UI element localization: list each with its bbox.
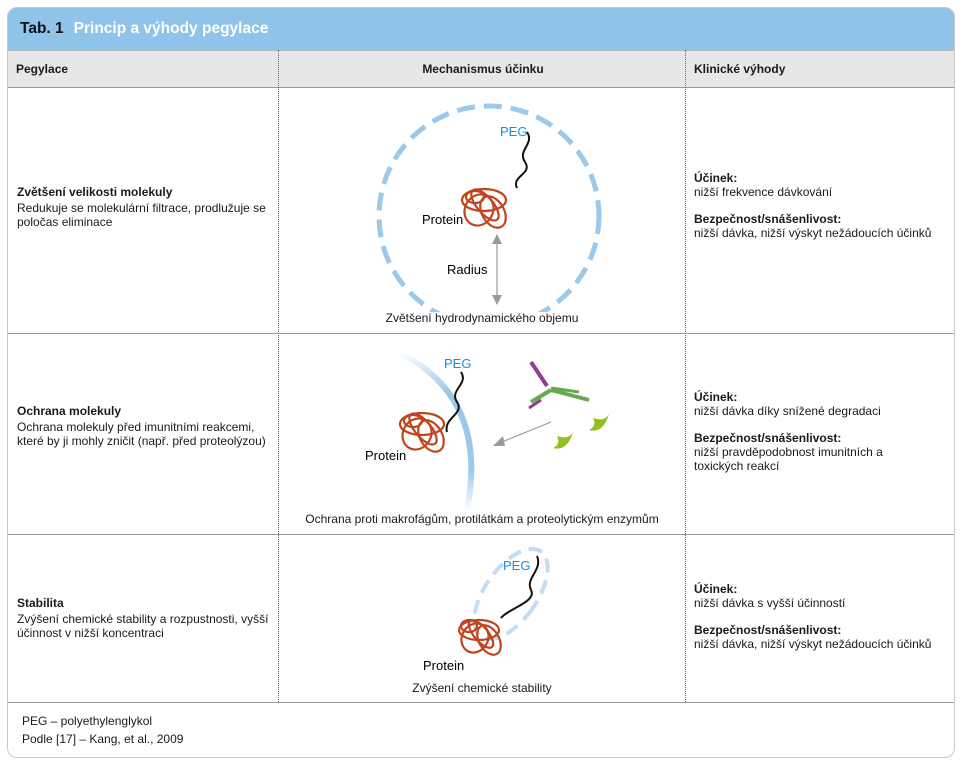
- table-card: Tab. 1 Princip a výhody pegylace Pegylac…: [7, 7, 955, 758]
- row-2-caption: Ochrana proti makrofágům, protilátkám a …: [305, 512, 659, 526]
- peg-label: PEG: [444, 356, 471, 371]
- footer-abbrev: PEG – polyethylenglykol: [22, 714, 153, 728]
- protective-halo: [397, 349, 475, 511]
- row-2-text: Ochrana molekuly před imunitními reakcem…: [17, 420, 266, 448]
- protein-label: Protein: [423, 658, 464, 673]
- row-1-pegylace: Zvětšení velikosti molekuly Redukuje se …: [17, 185, 272, 229]
- footer-source: Podle [17] – Kang, et al., 2009: [22, 732, 184, 746]
- table-header-row: Pegylace Mechanismus účinku Klinické výh…: [8, 50, 954, 88]
- row-divider: [8, 333, 954, 334]
- row-1-safety-label: Bezpečnost/snášenlivost:: [694, 212, 842, 226]
- row-1-text: Redukuje se molekulární filtrace, prodlu…: [17, 201, 266, 229]
- row-2-effect-label: Účinek:: [694, 390, 738, 404]
- row-2-safety-text: nižší pravděpodobnost imunitních a toxic…: [694, 445, 883, 473]
- row-1-caption: Zvětšení hydrodynamického objemu: [385, 311, 579, 325]
- enzyme-icon: [589, 414, 609, 431]
- row-3-text: Zvýšení chemické stability a rozpustnost…: [17, 612, 269, 640]
- diagram-size-increase: PEG Protein Radius: [376, 103, 602, 312]
- protein-coil: [398, 411, 446, 453]
- row-3-benefits: Účinek: nižší dávka s vyšší účinností Be…: [694, 582, 949, 651]
- attack-arrow-head: [493, 436, 505, 446]
- column-divider: [685, 50, 686, 702]
- row-2-benefits: Účinek: nižší dávka díky snížené degrada…: [694, 390, 949, 473]
- row-3-safety-text: nižší dávka, nižší výskyt nežádoucích úč…: [694, 637, 932, 651]
- row-1-effect-label: Účinek:: [694, 171, 738, 185]
- antibody-icon: [528, 360, 590, 410]
- radius-arrow-head-up: [492, 234, 502, 244]
- radius-arrow-head-down: [492, 295, 502, 305]
- peg-chain: [514, 131, 530, 189]
- row-3-title: Stabilita: [17, 596, 64, 610]
- row-1-title: Zvětšení velikosti molekuly: [17, 185, 173, 199]
- enzyme-icon: [553, 432, 573, 449]
- table-title: Princip a výhody pegylace: [73, 20, 269, 37]
- column-divider: [278, 50, 279, 702]
- protein-label: Protein: [365, 448, 406, 463]
- header-mechanism: Mechanismus účinku: [422, 62, 544, 76]
- row-2-title: Ochrana molekuly: [17, 404, 122, 418]
- row-3-safety-label: Bezpečnost/snášenlivost:: [694, 623, 842, 637]
- row-divider: [8, 534, 954, 535]
- protein-label: Protein: [422, 212, 463, 227]
- row-3-caption: Zvýšení chemické stability: [412, 681, 552, 695]
- peg-label: PEG: [503, 558, 530, 573]
- row-3-pegylace: Stabilita Zvýšení chemické stability a r…: [17, 596, 272, 640]
- protein-coil: [460, 187, 508, 229]
- hydrodynamic-halo: [376, 103, 602, 312]
- row-3-effect-text: nižší dávka s vyšší účinností: [694, 596, 846, 610]
- header-pegylace: Pegylace: [16, 62, 69, 76]
- row-1-effect-text: nižší frekvence dávkování: [694, 185, 833, 199]
- row-divider: [8, 702, 954, 703]
- table-number: Tab. 1: [20, 20, 64, 37]
- radius-label: Radius: [447, 262, 488, 277]
- table-title-bar: Tab. 1 Princip a výhody pegylace: [8, 8, 954, 50]
- row-2-safety-label: Bezpečnost/snášenlivost:: [694, 431, 842, 445]
- diagram-protection: PEG Protein: [365, 349, 609, 511]
- peg-chain: [500, 555, 540, 619]
- header-benefits: Klinické výhody: [694, 62, 786, 76]
- row-2-pegylace: Ochrana molekuly Ochrana molekuly před i…: [17, 404, 272, 448]
- attack-arrow: [496, 421, 552, 445]
- protein-coil: [457, 618, 502, 656]
- peg-label: PEG: [500, 124, 527, 139]
- row-3-effect-label: Účinek:: [694, 582, 738, 596]
- row-1-benefits: Účinek: nižší frekvence dávkování Bezpeč…: [694, 171, 949, 240]
- row-1-safety-text: nižší dávka, nižší výskyt nežádoucích úč…: [694, 226, 932, 240]
- row-2-effect-text: nižší dávka díky snížené degradaci: [694, 404, 881, 418]
- diagram-stability: PEG Protein: [423, 546, 550, 673]
- peg-chain: [445, 371, 464, 433]
- stability-halo: [472, 546, 550, 642]
